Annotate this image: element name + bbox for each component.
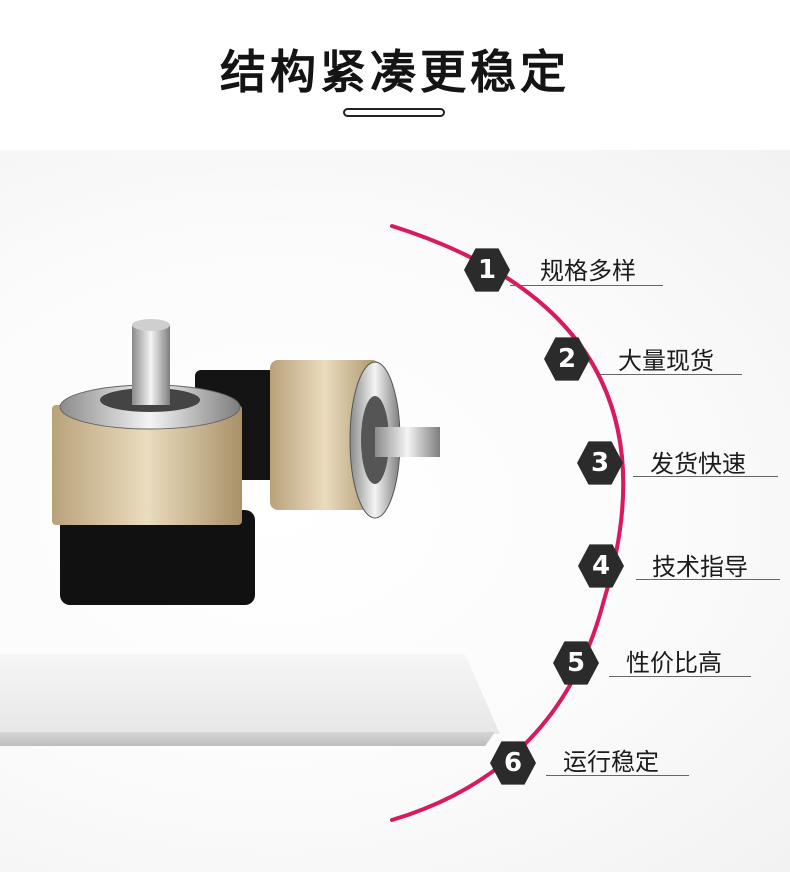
feature-badge-3: 3 <box>577 440 623 486</box>
hexagon-badge-icon <box>578 544 624 588</box>
feature-underline-3 <box>633 476 778 477</box>
hexagon-badge-icon <box>553 641 599 685</box>
feature-badge-6: 6 <box>490 740 536 786</box>
feature-badge-4: 4 <box>578 543 624 589</box>
display-shelf <box>0 654 500 734</box>
feature-label-4: 技术指导 <box>652 553 748 581</box>
hexagon-badge-icon <box>544 337 590 381</box>
title-underline-decoration <box>343 108 445 117</box>
feature-label-1: 规格多样 <box>540 257 636 285</box>
feature-label-2: 大量现货 <box>618 347 714 375</box>
feature-badge-1: 1 <box>464 247 510 293</box>
feature-underline-2 <box>600 374 742 375</box>
page-title: 结构紧凑更稳定 <box>220 45 570 99</box>
feature-underline-6 <box>546 775 689 776</box>
feature-label-6: 运行稳定 <box>563 748 659 776</box>
feature-label-3: 发货快速 <box>650 450 746 478</box>
feature-underline-5 <box>609 676 751 677</box>
feature-badge-2: 2 <box>544 336 590 382</box>
gearbox-product-image <box>52 319 440 605</box>
display-shelf-edge <box>0 732 495 746</box>
feature-badge-5: 5 <box>553 640 599 686</box>
feature-label-5: 性价比高 <box>626 649 722 677</box>
feature-underline-4 <box>636 579 780 580</box>
feature-underline-1 <box>510 285 663 286</box>
hexagon-badge-icon <box>577 441 623 485</box>
